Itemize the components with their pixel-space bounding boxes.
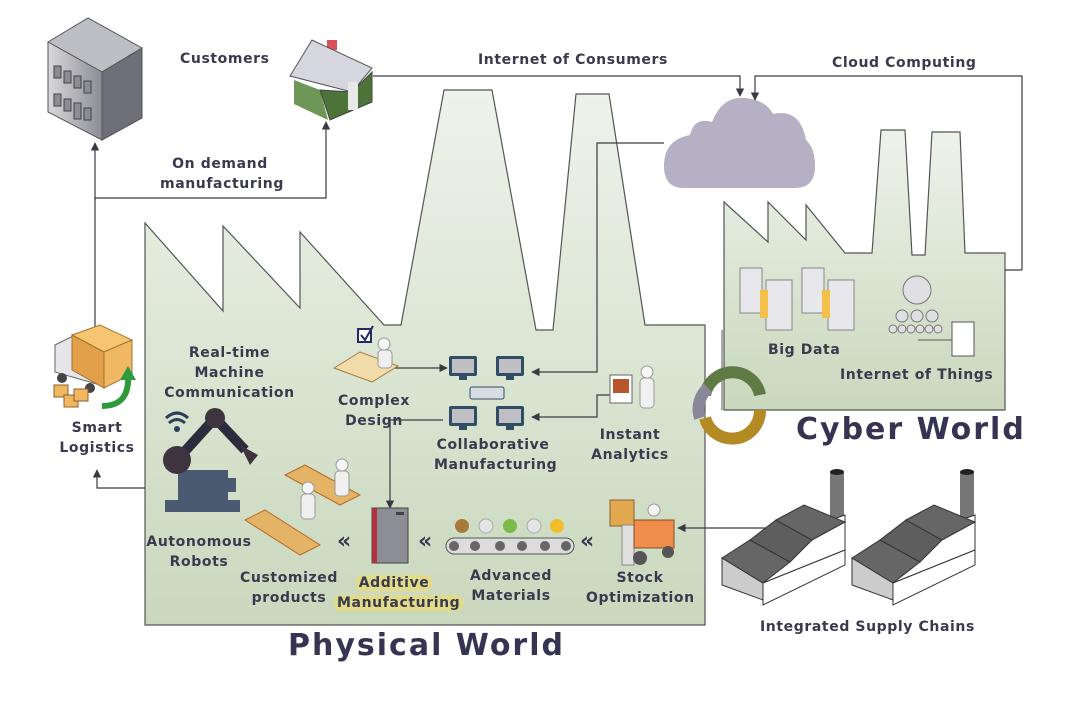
forklift-icon (609, 499, 675, 566)
label-line: Manufacturing (334, 595, 464, 611)
label-line: Machine (194, 365, 265, 381)
wifi-icon (164, 411, 190, 432)
label-line: Additive (355, 575, 433, 591)
assembly-lines-icon (243, 458, 362, 556)
label-additive-manufacturing: Additive Manufacturing (334, 573, 464, 613)
label-line: Robots (169, 554, 229, 570)
label-line: Complex (337, 393, 411, 409)
label-advanced-materials: Advanced Materials (466, 566, 556, 606)
label-cloud-computing: Cloud Computing (832, 55, 977, 71)
networked-computers-icon (449, 356, 524, 430)
label-line: Smart (71, 420, 123, 436)
label-line: Instant (599, 427, 661, 443)
flow-chevron-icon: « (580, 529, 595, 554)
physical-factory-shape (144, 89, 706, 626)
label-line: manufacturing (160, 176, 284, 192)
cycle-arrows-icon (692, 366, 767, 445)
label-internet-of-consumers: Internet of Consumers (478, 52, 668, 68)
label-realtime-machine-communication: Real-time Machine Communication (162, 343, 297, 403)
designer-icon (332, 325, 400, 383)
label-stock-optimization: Stock Optimization (586, 568, 694, 608)
label-instant-analytics: Instant Analytics (590, 425, 670, 465)
analyst-icon (609, 365, 655, 409)
label-line: Logistics (59, 440, 135, 456)
label-collaborative-manufacturing: Collaborative Manufacturing (434, 435, 558, 475)
big-data-servers-icon (739, 267, 855, 331)
label-line: Autonomous (146, 534, 252, 550)
label-integrated-supply-chains: Integrated Supply Chains (760, 619, 975, 635)
title-cyber-world: Cyber World (796, 412, 1026, 447)
label-line: Communication (164, 385, 295, 401)
label-line: Collaborative (436, 437, 550, 453)
label-customized-products: Customized products (240, 568, 338, 608)
label-line: Customized (240, 570, 338, 586)
label-line: Materials (471, 588, 551, 604)
conveyor-icon (445, 518, 575, 555)
label-line: Stock (616, 570, 664, 586)
label-line: Real-time (188, 345, 271, 361)
label-line: Optimization (586, 590, 695, 606)
label-line: Manufacturing (434, 457, 558, 473)
label-line: Design (345, 413, 403, 429)
iot-network-icon (888, 275, 975, 357)
title-physical-world: Physical World (288, 628, 565, 663)
3d-printer-icon (371, 507, 409, 564)
robot-arm-icon (163, 408, 258, 512)
house-icon (289, 39, 373, 121)
delivery-truck-icon (53, 324, 136, 409)
label-line: Analytics (591, 447, 669, 463)
label-on-demand-manufacturing: On demand manufacturing (160, 154, 284, 194)
label-customers: Customers (180, 51, 270, 67)
office-building-icon (47, 17, 143, 141)
label-big-data: Big Data (768, 342, 841, 358)
flow-chevron-icon: « (337, 529, 352, 554)
cloud-icon (664, 97, 815, 188)
label-line: products (251, 590, 327, 606)
label-autonomous-robots: Autonomous Robots (144, 532, 254, 572)
label-line: On demand (172, 156, 268, 172)
label-internet-of-things: Internet of Things (840, 367, 994, 383)
flow-chevron-icon: « (418, 529, 433, 554)
label-smart-logistics: Smart Logistics (52, 418, 142, 458)
label-line: Advanced (469, 568, 552, 584)
supply-chain-factories-icon (720, 469, 977, 606)
label-complex-design: Complex Design (334, 391, 414, 431)
